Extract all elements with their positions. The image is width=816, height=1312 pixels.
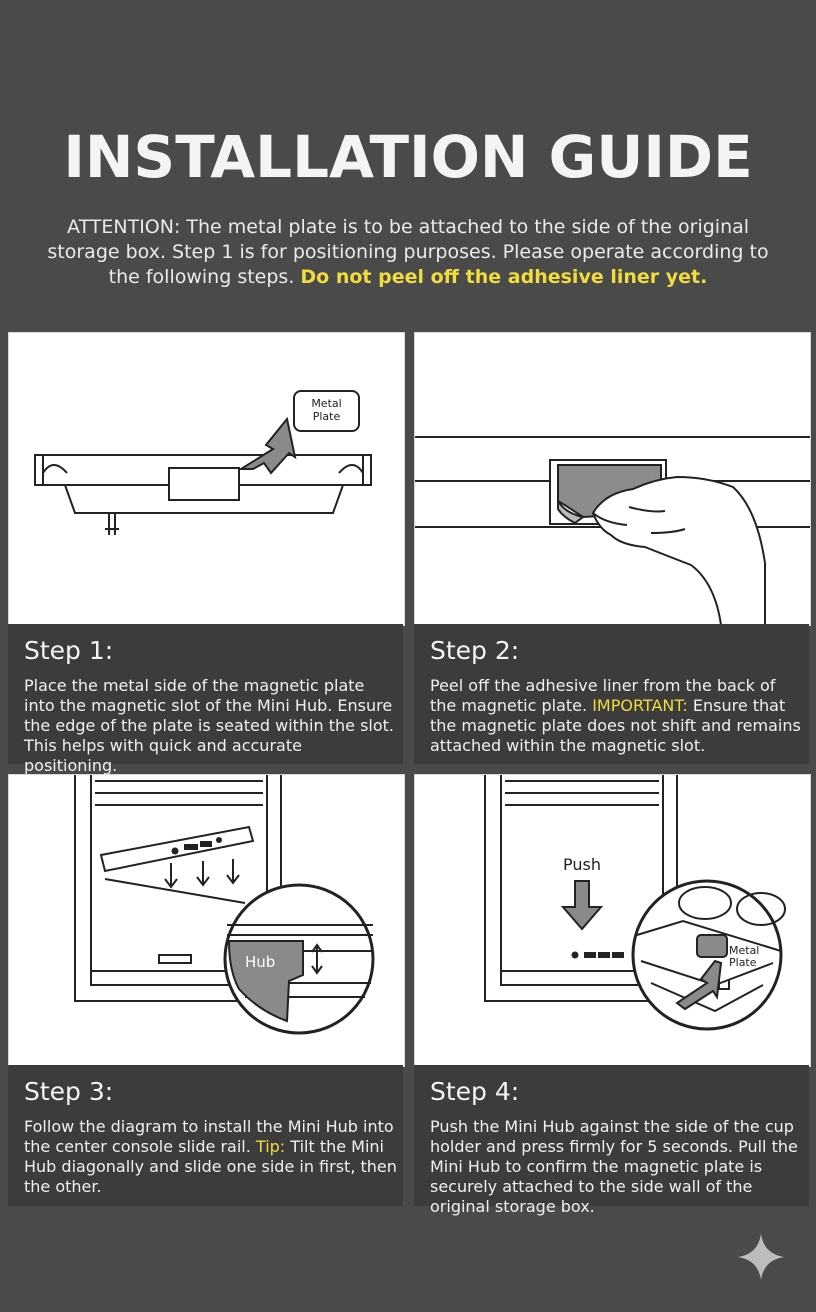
step-3-label: Step 3: <box>24 1077 114 1106</box>
page-title: INSTALLATION GUIDE <box>63 123 753 191</box>
step-3-figure: Hub <box>8 774 405 1067</box>
attention-highlight: Do not peel off the adhesive liner yet. <box>300 266 708 288</box>
step-2-text-after: Ensure that the magnetic plate does not … <box>430 696 801 755</box>
step-3-text-before: Follow the diagram to install the Mini H… <box>24 1117 394 1156</box>
attention-text: ATTENTION: The metal plate is to be atta… <box>47 216 769 288</box>
step-3-caption: Step 3: Follow the diagram to install th… <box>8 1065 403 1206</box>
step-2-highlight: IMPORTANT: <box>592 696 688 715</box>
metal-plate-label: Metal Plate <box>311 397 342 423</box>
step-4-text: Push the Mini Hub against the side of th… <box>430 1117 798 1216</box>
step-3-highlight: Tip: <box>255 1137 286 1156</box>
step-1-text: Place the metal side of the magnetic pla… <box>24 676 394 775</box>
step-4-label: Step 4: <box>430 1077 520 1106</box>
step-2-text: Peel off the adhesive liner from the bac… <box>430 676 805 756</box>
step-2-text-before: Peel off the adhesive liner from the bac… <box>430 676 776 715</box>
step-3-text-after: Tilt the Mini Hub diagonally and slide o… <box>24 1137 397 1196</box>
step-1-label: Step 1: <box>24 636 114 665</box>
step-2-label: Step 2: <box>430 636 520 665</box>
step-1-caption: Step 1: Place the metal side of the magn… <box>8 624 403 775</box>
sparkle-icon <box>738 1234 784 1280</box>
step-4-caption: Step 4: Push the Mini Hub against the si… <box>414 1065 809 1216</box>
step-3-text: Follow the diagram to install the Mini H… <box>24 1117 399 1197</box>
step-2-figure <box>414 332 811 626</box>
push-label: Push <box>563 855 601 874</box>
step-4-figure: Push Metal Plate <box>414 774 811 1067</box>
metal-plate-label-2: Metal Plate <box>729 944 760 969</box>
hub-label: Hub <box>245 953 276 971</box>
attention-notice: ATTENTION: The metal plate is to be atta… <box>40 215 776 290</box>
step-1-figure: Metal Plate <box>8 332 405 626</box>
step-2-caption: Step 2: Peel off the adhesive liner from… <box>414 624 809 764</box>
